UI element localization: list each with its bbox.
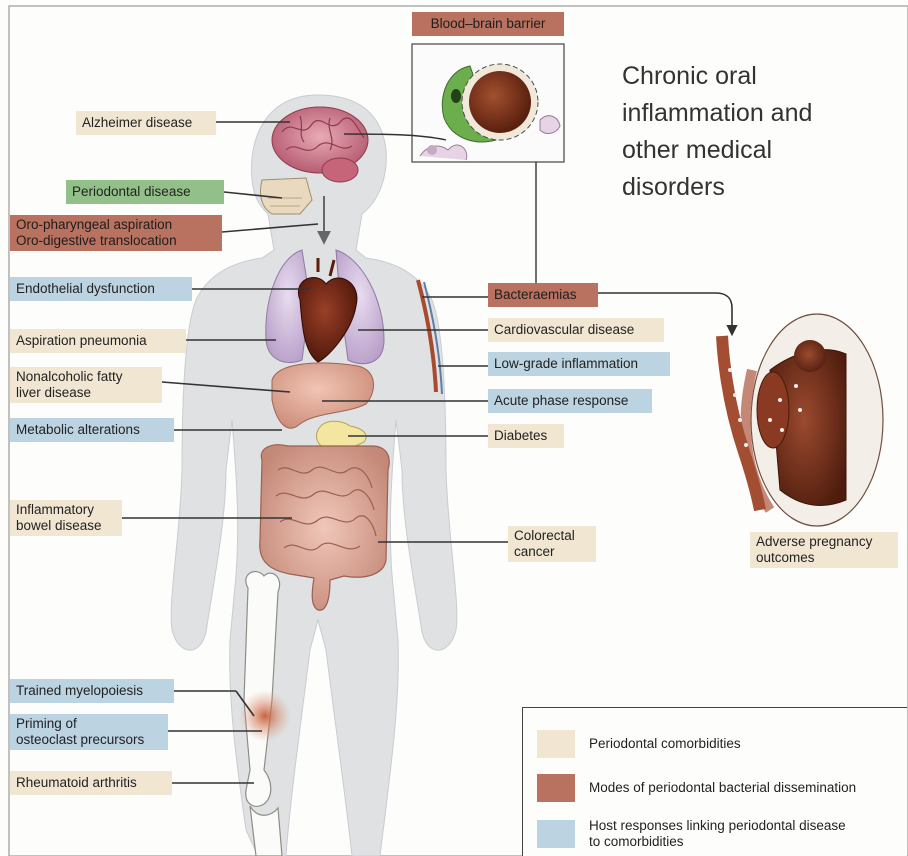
legend-label-comorbidities: Periodontal comorbidities xyxy=(589,736,741,752)
legend: Periodontal comorbidities Modes of perio… xyxy=(522,707,907,856)
legend-swatch-blue xyxy=(537,820,575,848)
legend-swatch-cream xyxy=(537,730,575,758)
inflammation-glow xyxy=(239,690,291,742)
label-colorectal-line1: Colorectal xyxy=(514,528,590,544)
label-acute-phase-response: Acute phase response xyxy=(488,389,652,413)
legend-host-line1: Host responses linking periodontal disea… xyxy=(589,818,846,834)
label-adverse-pregnancy: Adverse pregnancy outcomes xyxy=(750,532,898,568)
label-trained-myelopoiesis: Trained myelopoiesis xyxy=(10,679,174,703)
label-nafld-line1: Nonalcoholic fatty xyxy=(16,369,156,385)
label-diabetes: Diabetes xyxy=(488,424,564,448)
label-oro-pathways: Oro-pharyngeal aspiration Oro-digestive … xyxy=(10,215,222,251)
label-blood-brain-barrier: Blood–brain barrier xyxy=(412,12,564,36)
label-low-grade-inflammation: Low-grade inflammation xyxy=(488,352,670,376)
label-priming-line1: Priming of xyxy=(16,716,162,732)
legend-swatch-rust xyxy=(537,774,575,802)
legend-label-dissemination: Modes of periodontal bacterial dissemina… xyxy=(589,780,856,796)
label-ibd-line1: Inflammatory xyxy=(16,502,116,518)
label-colorectal-cancer: Colorectal cancer xyxy=(508,526,596,562)
label-pregnancy-line2: outcomes xyxy=(756,550,892,566)
label-colorectal-line2: cancer xyxy=(514,544,590,560)
label-nafld-line2: liver disease xyxy=(16,385,156,401)
label-endothelial-dysfunction: Endothelial dysfunction xyxy=(10,277,192,301)
title-text: Chronic oral inflammation and other medi… xyxy=(622,58,892,206)
label-rheumatoid-arthritis: Rheumatoid arthritis xyxy=(10,771,172,795)
diagram-title: Chronic oral inflammation and other medi… xyxy=(622,58,892,206)
label-oro-line2: Oro-digestive translocation xyxy=(16,233,216,249)
label-ibd: Inflammatory bowel disease xyxy=(10,500,122,536)
legend-label-host-responses: Host responses linking periodontal disea… xyxy=(589,818,846,850)
pregnancy-inset xyxy=(722,314,883,526)
legend-item-dissemination: Modes of periodontal bacterial dissemina… xyxy=(537,774,856,802)
label-priming-line2: osteoclast precursors xyxy=(16,732,162,748)
legend-item-comorbidities: Periodontal comorbidities xyxy=(537,730,741,758)
label-alzheimer-disease: Alzheimer disease xyxy=(76,111,216,135)
label-nafld: Nonalcoholic fatty liver disease xyxy=(10,367,162,403)
label-ibd-line2: bowel disease xyxy=(16,518,116,534)
label-cardiovascular-disease: Cardiovascular disease xyxy=(488,318,664,342)
legend-host-line2: to comorbidities xyxy=(589,834,846,850)
label-periodontal-disease: Periodontal disease xyxy=(66,180,224,204)
label-bacteraemias: Bacteraemias xyxy=(488,283,598,307)
label-pregnancy-line1: Adverse pregnancy xyxy=(756,534,892,550)
label-priming-osteoclast: Priming of osteoclast precursors xyxy=(10,714,168,750)
bbb-inset xyxy=(412,44,564,162)
label-oro-line1: Oro-pharyngeal aspiration xyxy=(16,217,216,233)
label-aspiration-pneumonia: Aspiration pneumonia xyxy=(10,329,186,353)
legend-item-host-responses: Host responses linking periodontal disea… xyxy=(537,818,846,850)
label-metabolic-alterations: Metabolic alterations xyxy=(10,418,174,442)
